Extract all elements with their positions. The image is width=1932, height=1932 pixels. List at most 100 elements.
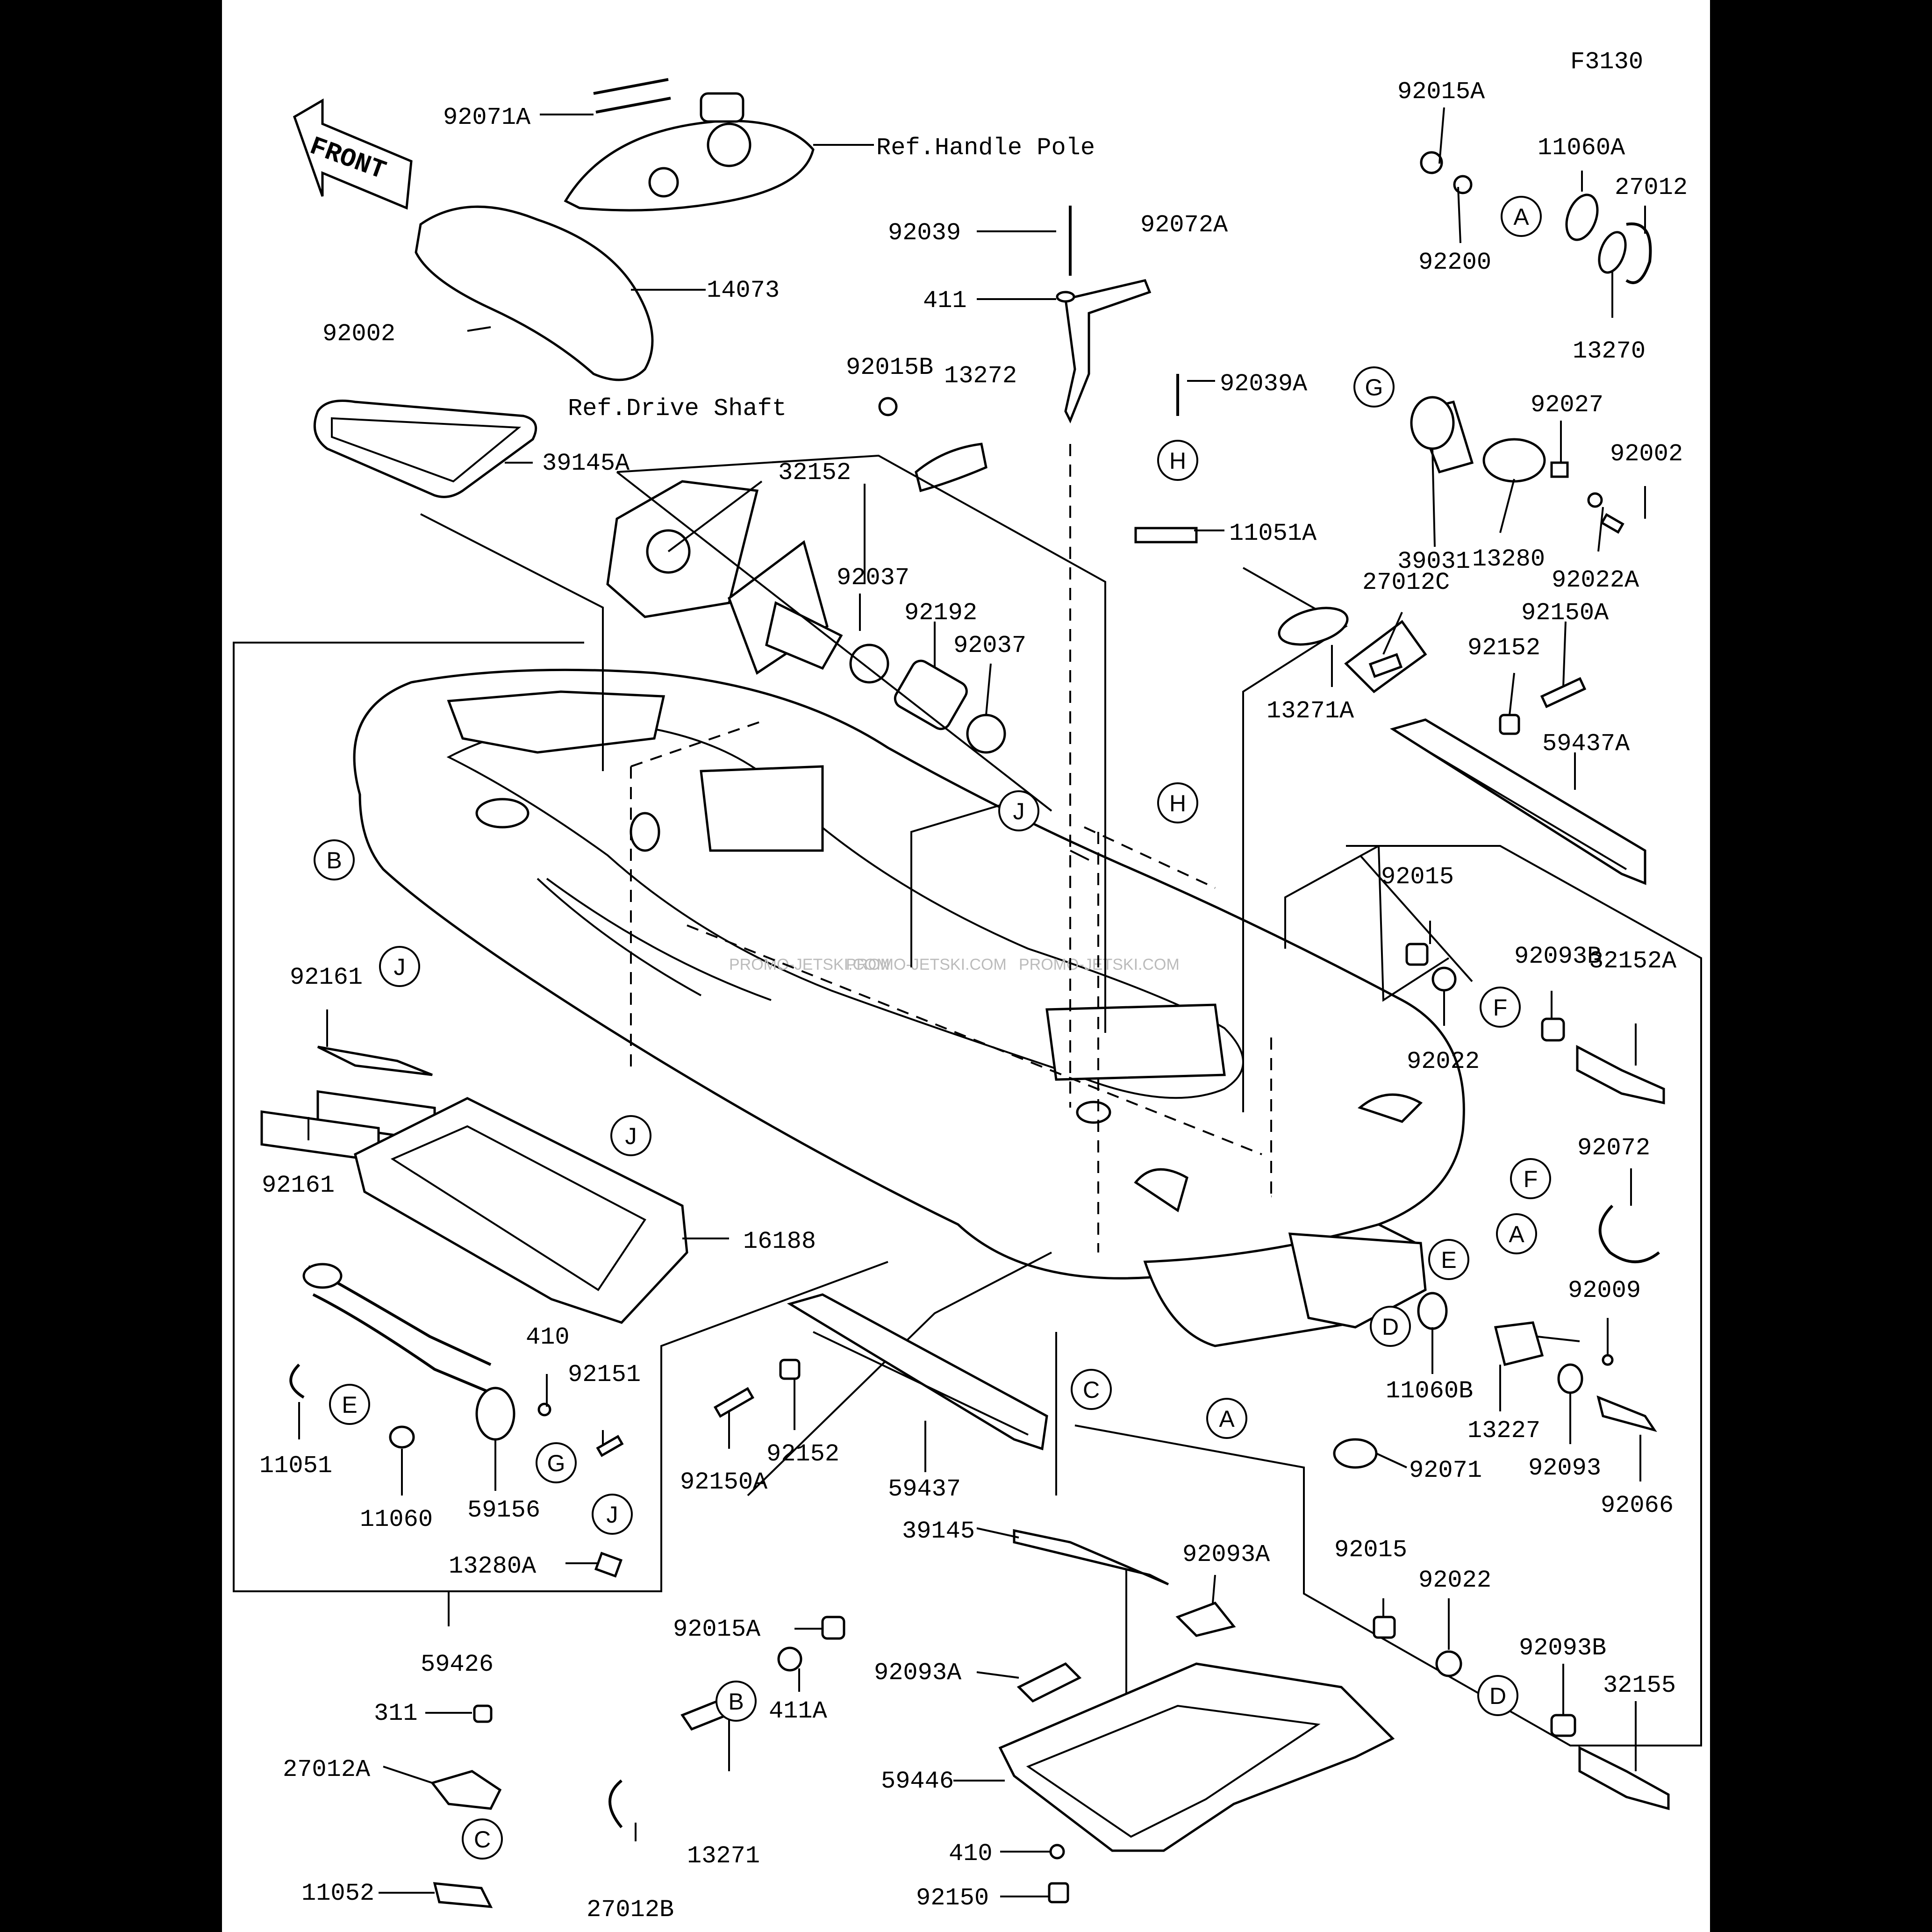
part-number: 13271A <box>1267 697 1354 725</box>
svg-text:F: F <box>1493 995 1508 1021</box>
dashed-guides <box>630 444 1272 1252</box>
svg-text:A: A <box>1509 1221 1524 1247</box>
watermark: PROMO-JETSKI.COM PROMO-JETSKI.COM PROMO-… <box>729 956 1180 973</box>
bracket-11051A <box>1134 374 1198 544</box>
part-number: 92093B <box>1514 943 1602 970</box>
callout-G: G <box>536 1442 577 1483</box>
callout-E: E <box>329 1384 370 1425</box>
svg-text:B: B <box>728 1689 744 1715</box>
svg-text:A: A <box>1219 1406 1235 1432</box>
part-number: 13280A <box>449 1553 537 1580</box>
part-number: 13270 <box>1573 337 1646 365</box>
part-number: 92022 <box>1407 1048 1480 1075</box>
part-number: 92015 <box>1381 863 1454 891</box>
part-number: 32155 <box>1603 1672 1676 1699</box>
callout-F: F <box>1510 1158 1551 1199</box>
callout-H: H <box>1157 440 1198 481</box>
hose-59156 <box>289 1263 624 1457</box>
callout-E: E <box>1428 1239 1469 1280</box>
drive-shaft-housing <box>606 480 1006 754</box>
part-number: 92022A <box>1552 566 1639 594</box>
part-number: 11060A <box>1538 134 1625 162</box>
part-number: 59437 <box>888 1475 961 1503</box>
label-leaders <box>298 107 1646 1897</box>
part-number: 92093B <box>1519 1634 1606 1662</box>
leader-lines <box>420 454 1473 1720</box>
figure-code: F3130 <box>1570 48 1643 76</box>
svg-text:J: J <box>394 954 406 980</box>
callout-G: G <box>1353 366 1395 408</box>
part-number: 92152 <box>766 1440 839 1468</box>
part-number: 92037 <box>837 564 909 592</box>
part-number: 92002 <box>1610 440 1683 468</box>
svg-text:C: C <box>1083 1377 1100 1403</box>
svg-text:E: E <box>342 1392 357 1418</box>
part-number: 27012C <box>1362 569 1450 596</box>
part-labels: 92071A 14073 92002 39145A 92039 92072A 4… <box>259 78 1688 1924</box>
part-number: 92066 <box>1601 1492 1674 1519</box>
part-number: 92022 <box>1418 1567 1491 1594</box>
part-number: 39031 <box>1397 548 1470 575</box>
part-number: 92015A <box>1397 78 1485 106</box>
part-number: 92039 <box>888 219 961 247</box>
part-number: 92071A <box>443 104 531 131</box>
ref-drive-shaft: Ref.Drive Shaft <box>568 395 787 422</box>
callout-A: A <box>1206 1398 1247 1439</box>
nut-washer-stack-bottom <box>1373 1616 1670 1810</box>
part-number: 13272 <box>944 362 1017 390</box>
svg-text:G: G <box>1365 374 1383 401</box>
part-number: 11052 <box>301 1880 374 1907</box>
rail-59437A <box>1389 718 1646 885</box>
part-number: 13227 <box>1467 1417 1540 1445</box>
part-number: 411 <box>923 287 967 315</box>
callout-A: A <box>1496 1213 1537 1254</box>
part-number: 410 <box>949 1840 993 1868</box>
part-number: 11060B <box>1386 1377 1473 1405</box>
part-number: 92072 <box>1577 1134 1650 1162</box>
mount-27012C <box>1278 607 1427 694</box>
callouts: A A A B B C C D D E E F F G G H H J J J … <box>314 196 1551 1860</box>
part-number: 92150A <box>1521 599 1609 627</box>
part-number: 13280 <box>1472 545 1545 573</box>
callout-D: D <box>1370 1306 1411 1347</box>
callout-F: F <box>1480 987 1521 1028</box>
part-number: 39145 <box>902 1517 975 1545</box>
svg-text:G: G <box>547 1450 565 1476</box>
part-number: 92027 <box>1531 391 1603 419</box>
svg-text:PROMO-JETSKI.COM: PROMO-JETSKI.COM <box>846 956 1007 973</box>
svg-text:H: H <box>1169 790 1186 816</box>
svg-text:J: J <box>625 1123 637 1149</box>
clamp-92072 <box>1598 1204 1660 1263</box>
cap-39031 <box>1410 396 1624 534</box>
svg-text:B: B <box>326 847 342 873</box>
part-number: 32152 <box>778 459 851 487</box>
bracket-92072A <box>1056 206 1152 424</box>
part-number: 11051A <box>1229 520 1317 547</box>
part-number: 14073 <box>707 277 780 304</box>
part-number: 92015 <box>1334 1536 1407 1564</box>
part-number: 92161 <box>290 964 363 991</box>
part-number: 59426 <box>421 1651 494 1678</box>
part-number: 92161 <box>262 1172 335 1199</box>
svg-text:E: E <box>1441 1247 1456 1273</box>
part-number: 32152A <box>1589 947 1677 975</box>
svg-text:D: D <box>1382 1314 1399 1340</box>
part-number: 13271 <box>687 1842 760 1870</box>
part-number: 16188 <box>743 1228 816 1255</box>
part-number: 92093A <box>1182 1541 1270 1568</box>
part-number: 92072A <box>1140 211 1228 239</box>
part-number: 411A <box>769 1697 828 1725</box>
callout-A: A <box>1501 196 1542 237</box>
front-arrow-icon: FRONT <box>293 98 413 210</box>
callout-B: B <box>314 839 355 880</box>
seal-strip-39145 <box>1013 1529 1169 1586</box>
part-number: 92152 <box>1467 634 1540 662</box>
part-number: 11060 <box>360 1506 433 1533</box>
part-number: 311 <box>374 1700 418 1727</box>
part-number: 27012B <box>587 1896 674 1924</box>
nozzle-13227 <box>1333 1292 1657 1469</box>
part-number: 92002 <box>322 320 395 348</box>
skid-plate-59446 <box>998 1602 1395 1903</box>
part-number: 27012A <box>283 1756 371 1783</box>
part-number: 410 <box>526 1324 570 1351</box>
